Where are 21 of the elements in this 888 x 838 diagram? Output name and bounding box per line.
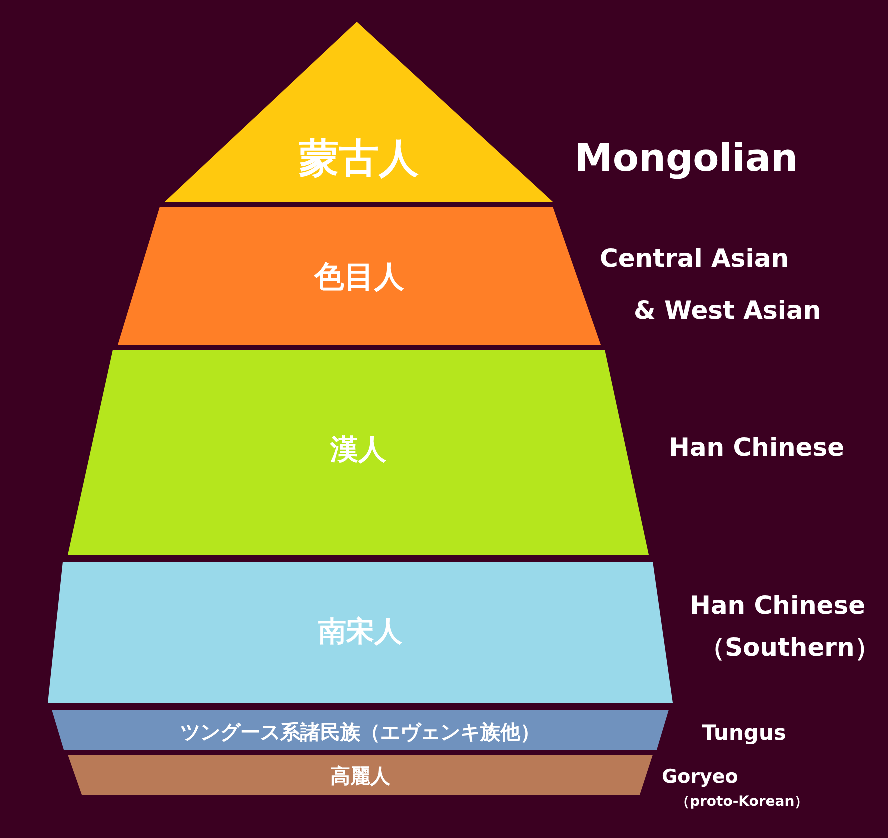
pyramid-tier xyxy=(118,207,601,345)
english-label: （proto-Korean） xyxy=(676,794,809,812)
tier-label: 高麗人 xyxy=(330,764,390,789)
pyramid-tier xyxy=(52,710,669,750)
english-label: & West Asian xyxy=(634,295,822,326)
pyramid-tier xyxy=(165,22,553,202)
pyramid-tier xyxy=(48,562,673,703)
english-label: Tungus xyxy=(702,720,786,746)
tier-label: 色目人 xyxy=(314,259,404,296)
english-label: Mongolian xyxy=(575,135,798,182)
english-label: Han Chinese xyxy=(690,590,866,622)
english-label: （Southern） xyxy=(700,632,880,664)
pyramid-tier xyxy=(68,755,653,795)
tier-label: 漢人 xyxy=(330,432,386,467)
tier-label: 南宋人 xyxy=(318,614,402,649)
tier-label: 蒙古人 xyxy=(299,135,419,184)
english-label: Central Asian xyxy=(600,243,789,274)
english-label: Han Chinese xyxy=(669,432,845,464)
english-label: Goryeo xyxy=(662,766,738,790)
pyramid-tier xyxy=(68,350,649,555)
tier-label: ツングース系諸民族（エヴェンキ族他） xyxy=(180,720,540,745)
